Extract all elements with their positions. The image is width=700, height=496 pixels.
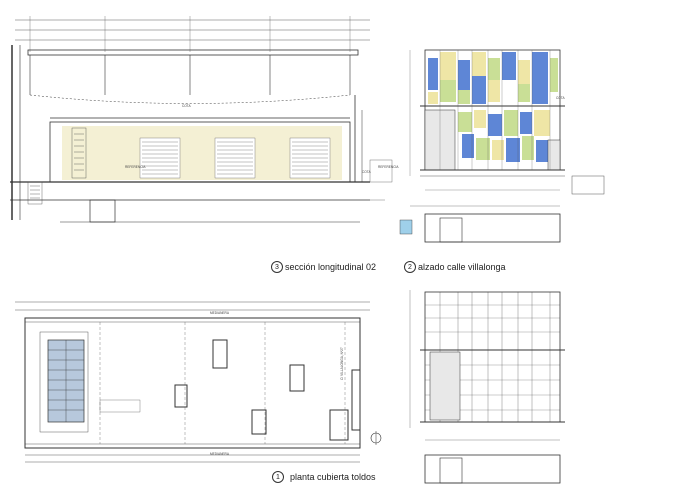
plan-title-label: planta cubierta toldos <box>290 472 376 482</box>
section-title-number: 3 <box>271 261 283 273</box>
plan-stair-core <box>39 331 89 433</box>
section-reference-label-2: REFERENCIA <box>378 165 399 169</box>
section-left-stair <box>27 127 87 205</box>
elevation-cota-label: COTA <box>556 96 565 100</box>
street-elevation-drawing <box>409 49 605 195</box>
plan-street-label: C/ VILLALONGA, Nº27 <box>340 347 344 380</box>
elevation-plan-strip <box>399 205 561 243</box>
section-stairs <box>139 137 331 179</box>
section-cota-label-1: COTA <box>182 104 191 108</box>
plan-title-number: 1 <box>272 471 284 483</box>
section-basement <box>60 199 360 223</box>
section-misc-boxes <box>369 159 393 201</box>
longitudinal-section-drawing <box>10 16 370 220</box>
elevation-title: 2 alzado calle villalonga <box>404 261 506 273</box>
plan-medianera-bottom: MEDIANERA <box>210 452 229 456</box>
section-cota-label-2: COTA <box>362 170 371 174</box>
plan-title: 1 planta cubierta toldos <box>272 471 376 483</box>
elevation-title-label: alzado calle villalonga <box>418 262 506 272</box>
section-reference-label-1: REFERENCIA <box>125 165 146 169</box>
plan-medianera-top: MEDIANERA <box>210 311 229 315</box>
section-title: 3 sección longitudinal 02 <box>271 261 376 273</box>
secondary-elevation-drawing <box>409 290 565 484</box>
elevation-title-number: 2 <box>404 261 416 273</box>
section-title-label: sección longitudinal 02 <box>285 262 377 272</box>
roof-plan-drawing <box>15 301 382 463</box>
